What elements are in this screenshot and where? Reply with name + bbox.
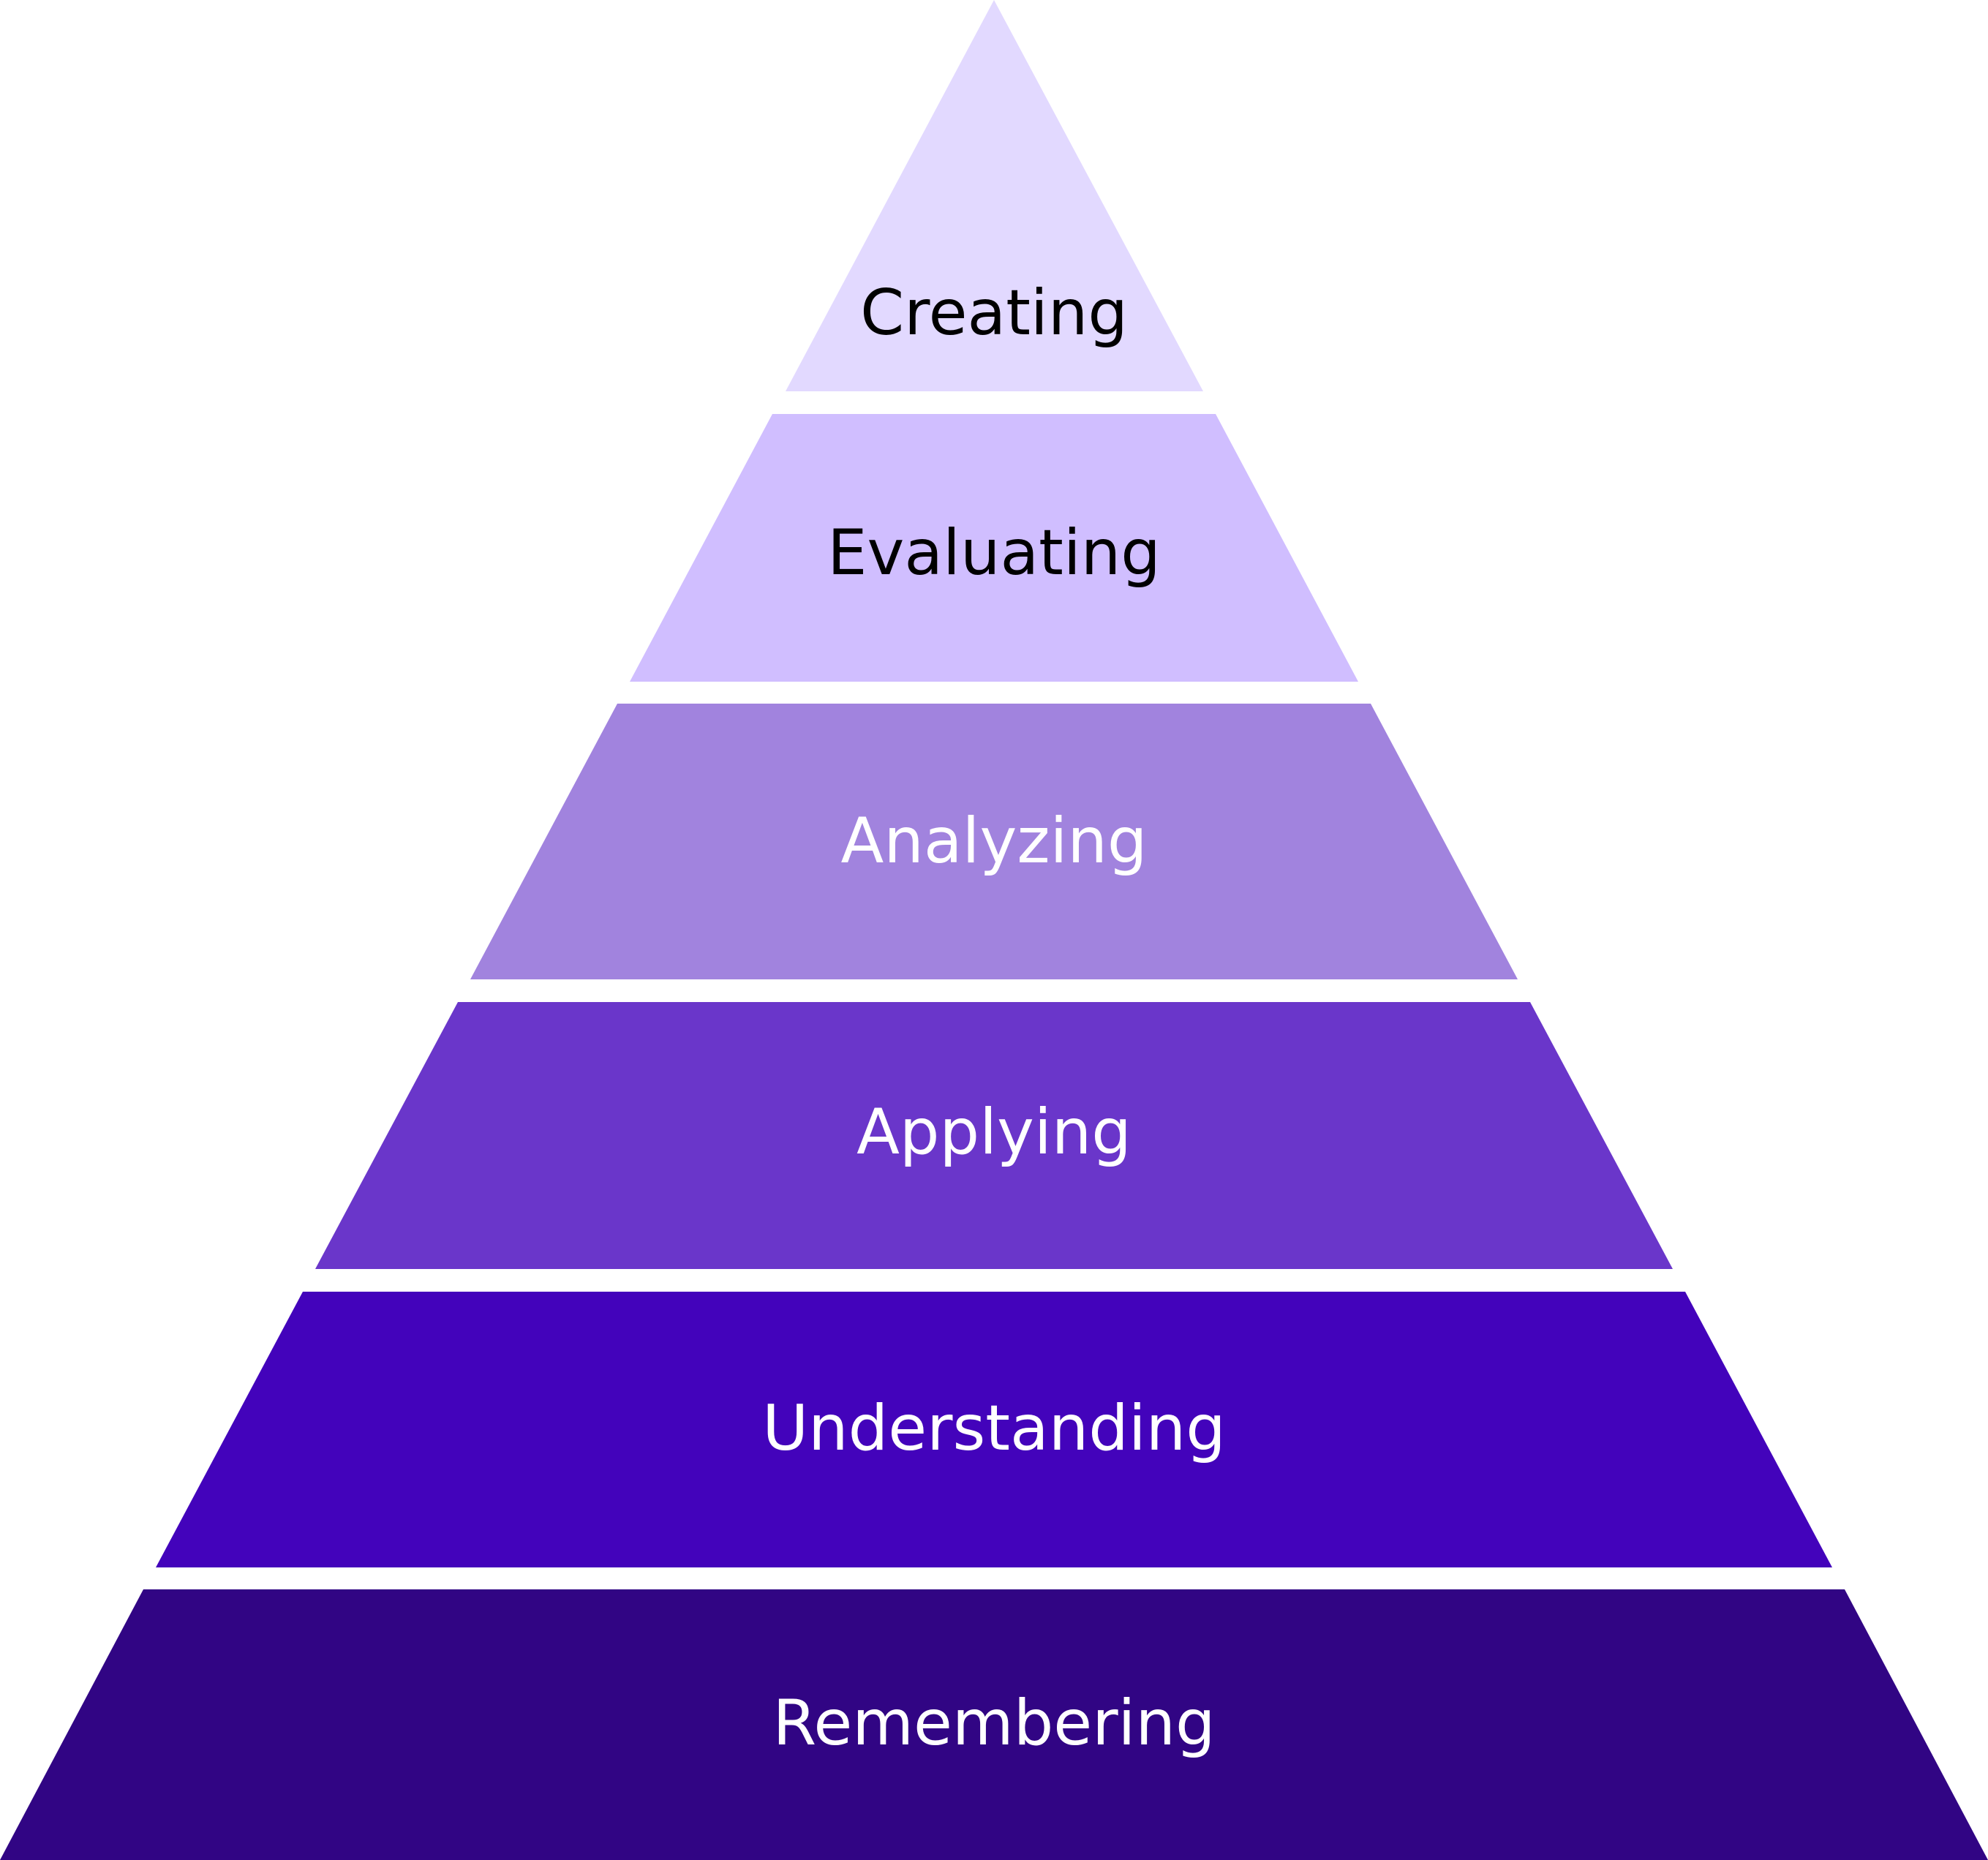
tier-creating-shape [786,0,1203,391]
tier-evaluating: Evaluating [630,414,1358,682]
tier-remembering-label: Remembering [772,1687,1215,1760]
tier-understanding-shape [156,1292,1832,1567]
tier-applying-shape [315,1002,1673,1269]
tier-understanding-label: Understanding [762,1392,1226,1465]
tier-creating: Creating [786,0,1203,391]
tier-applying-label: Applying [856,1096,1132,1169]
tier-evaluating-shape [630,414,1358,682]
tier-evaluating-label: Evaluating [827,516,1161,590]
tier-analyzing-shape [470,704,1518,979]
tier-creating-label: Creating [860,276,1128,350]
tier-analyzing-label: Analyzing [841,805,1148,878]
tier-understanding: Understanding [156,1292,1832,1567]
tier-remembering-shape [0,1589,1988,1860]
tier-remembering: Remembering [0,1589,1988,1860]
tier-applying: Applying [315,1002,1673,1269]
tier-analyzing: Analyzing [470,704,1518,979]
